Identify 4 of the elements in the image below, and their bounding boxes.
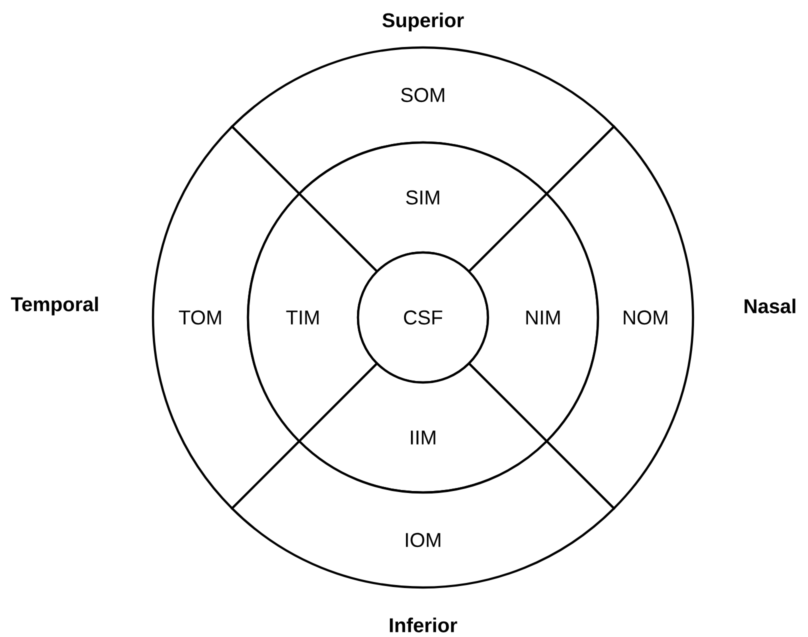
sector: NIM (468, 192, 600, 442)
sector: TIM (246, 192, 378, 442)
sector: IIM (298, 362, 548, 494)
sector: SIM (298, 141, 548, 273)
